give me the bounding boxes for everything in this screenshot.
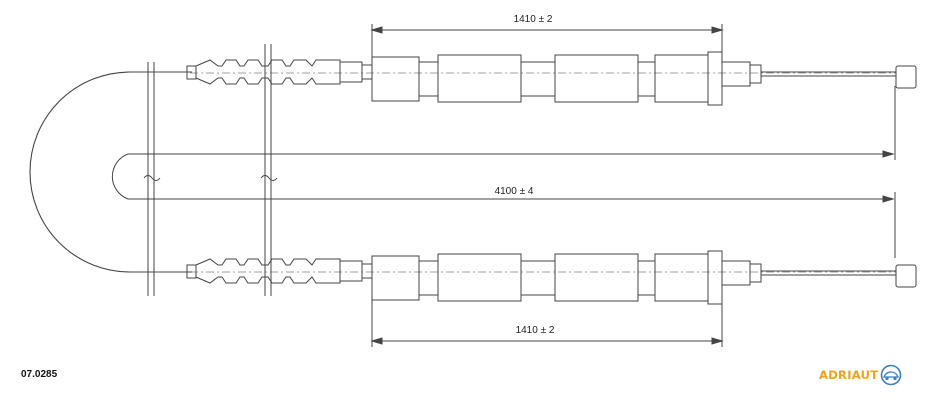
top-dimension-label: 1410 ± 2 <box>514 14 553 25</box>
cable-nipple <box>895 264 917 288</box>
overall-dimension-label: 4100 ± 4 <box>495 186 534 197</box>
conduit-segment <box>554 253 639 302</box>
cable-loop <box>29 71 192 273</box>
break-squiggle <box>260 175 278 181</box>
bottom-cable-assembly <box>186 250 917 305</box>
arrowhead <box>711 26 724 34</box>
fitting <box>339 61 363 83</box>
arrowhead <box>370 26 383 34</box>
brand-logo-text: ADRIAUT <box>819 368 879 382</box>
overall-dim-loop <box>111 153 893 200</box>
cable-nipple <box>895 65 917 89</box>
conduit-segment <box>371 255 420 301</box>
part-number: 07.0285 <box>21 369 58 380</box>
bottom-dimension-label: 1410 ± 2 <box>516 325 555 336</box>
conduit-segment <box>554 54 639 103</box>
arrowhead <box>882 195 895 203</box>
conduit-segment <box>654 253 709 302</box>
end-ferrule <box>721 260 751 286</box>
bellows-boot <box>195 258 341 284</box>
end-ferrule <box>721 61 751 87</box>
arrowhead <box>370 337 383 345</box>
conduit-segment <box>437 253 522 302</box>
arrowhead <box>711 337 724 345</box>
break-squiggle <box>143 175 161 181</box>
arrowhead <box>882 150 895 158</box>
end-flange <box>707 51 723 106</box>
end-ferrule <box>749 64 762 84</box>
dim-text-bg <box>487 183 541 197</box>
conduit-segment <box>437 54 522 103</box>
bellows-boot <box>195 59 341 85</box>
conduit-segment <box>371 56 420 102</box>
fitting <box>339 260 363 282</box>
dim-text-bg <box>506 11 560 25</box>
top-cable-assembly <box>186 51 917 106</box>
fitting <box>361 64 373 80</box>
end-ferrule <box>749 263 762 283</box>
fitting <box>361 263 373 279</box>
conduit-segment <box>654 54 709 103</box>
end-flange <box>707 250 723 305</box>
brand-logo: ADRIAUT <box>819 362 914 388</box>
car-logo-icon <box>881 364 902 386</box>
